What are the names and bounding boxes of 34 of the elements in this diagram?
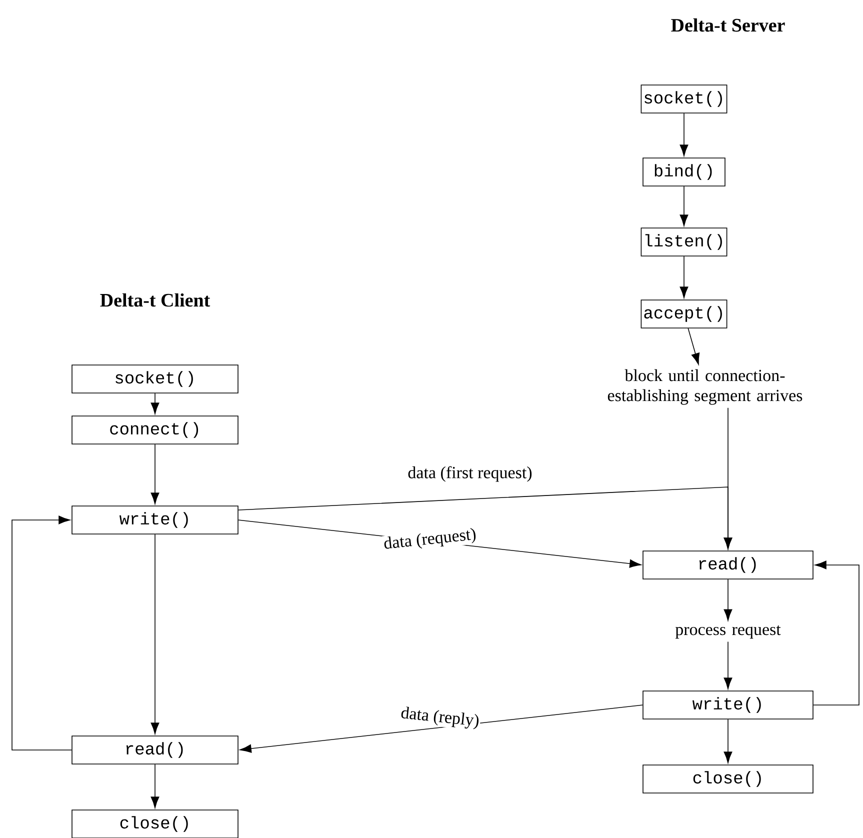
function-box: close(): [642, 764, 814, 794]
edge-label: data (first request): [406, 465, 534, 483]
function-box: bind(): [642, 158, 726, 186]
function-box: connect(): [72, 416, 238, 444]
function-box: socket(): [72, 364, 238, 394]
step-text: block until connection-establishing segment arrives: [608, 369, 802, 405]
arrow: [150, 534, 160, 734]
arrow: [238, 486, 732, 550]
function-box: accept(): [640, 300, 728, 328]
arrow: [680, 256, 688, 298]
arrow: [680, 113, 688, 156]
arrow: [12, 516, 72, 750]
function-box: listen(): [640, 228, 728, 256]
edge-label: data (reply): [398, 705, 482, 731]
edge-label: data (request): [382, 526, 478, 554]
step-text: process request: [675, 625, 781, 639]
column-heading: Delta-t Client: [100, 293, 210, 307]
arrow: [724, 641, 732, 690]
function-box: read(): [72, 736, 238, 764]
arrow: [150, 444, 160, 504]
function-box: write(): [72, 506, 238, 534]
arrow: [240, 704, 643, 753]
arrow: [688, 328, 700, 365]
function-box: socket(): [640, 84, 728, 114]
arrow: [150, 764, 160, 808]
arrow: [150, 393, 160, 414]
arrow: [680, 186, 688, 226]
column-heading: Delta-t Server: [671, 18, 785, 32]
arrow: [724, 719, 732, 764]
function-box: write(): [642, 690, 814, 720]
arrow: [813, 560, 860, 706]
arrow: [724, 579, 732, 621]
function-box: close(): [72, 810, 238, 838]
function-box: read(): [642, 550, 814, 580]
